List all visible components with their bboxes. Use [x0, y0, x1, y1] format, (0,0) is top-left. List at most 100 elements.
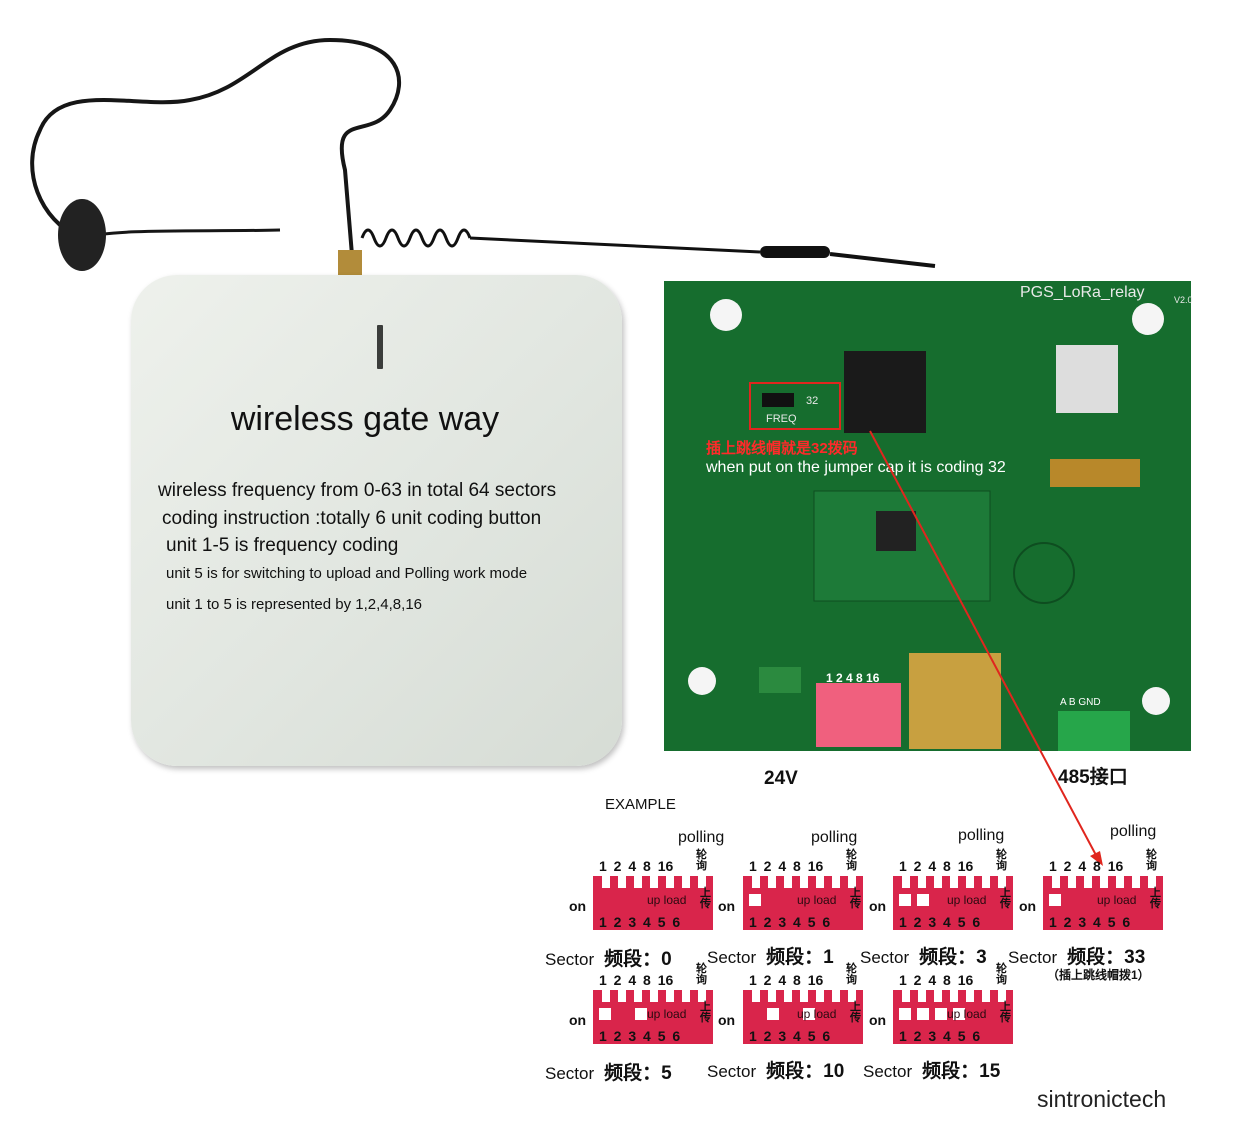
dip-tooth [832, 990, 840, 1002]
upload-cn-label: 上传 [850, 1001, 861, 1024]
on-label: on [718, 1012, 736, 1028]
upload-cn-label: 上传 [1000, 1001, 1011, 1024]
dip-tooth [682, 990, 690, 1002]
dip-tooth [650, 876, 658, 888]
dip-tooth [982, 876, 990, 888]
dip-tooth [918, 990, 926, 1002]
device-line-2: coding instruction :totally 6 unit codin… [162, 508, 542, 529]
dip-tooth [752, 876, 760, 888]
dip-teeth [743, 876, 863, 888]
dip-tooth [1132, 876, 1140, 888]
dip-tooth [950, 876, 958, 888]
dip-teeth [743, 990, 863, 1002]
freq-value: 32 [806, 395, 819, 407]
sector-cn: 频段： [604, 949, 662, 970]
dip-tooth [634, 876, 642, 888]
dip-tooth [816, 990, 824, 1002]
dip-tooth [1052, 876, 1060, 888]
dip-top-numbers: 1 2 4 8 16 [899, 972, 974, 988]
on-label: on [569, 898, 587, 914]
sector-word: Sector [860, 948, 910, 967]
upload-label: up load [647, 1007, 687, 1021]
upload-label: up load [647, 893, 687, 907]
dip-tooth [768, 990, 776, 1002]
dip-tooth [666, 876, 674, 888]
dip-top-numbers: 1 2 4 8 16 [749, 972, 824, 988]
dip-tooth [634, 990, 642, 1002]
status-led [377, 325, 383, 369]
pcb-version: V2.0 [1174, 295, 1193, 305]
upload-label: up load [797, 893, 837, 907]
sector-word: Sector [707, 948, 757, 967]
on-label: on [869, 898, 887, 914]
upload-cn-label: 上传 [700, 887, 711, 910]
dip-tooth [602, 990, 610, 1002]
dip-switch-on [899, 894, 911, 906]
dip-tooth [618, 990, 626, 1002]
dip-switch-on [749, 894, 761, 906]
gateway-device [131, 275, 622, 766]
polling-label: polling [958, 827, 1005, 844]
freq-label: FREQ [766, 413, 797, 425]
dip-top-numbers: 1 2 4 8 16 [599, 972, 674, 988]
sector-cn: 频段： [766, 947, 824, 968]
rs485-label: 485接口 [1058, 767, 1128, 788]
polling-label: polling [1110, 823, 1157, 840]
dip-tooth [918, 876, 926, 888]
jumper-note-cn: 插上跳线帽就是32拨码 [706, 440, 858, 457]
dip-tooth [1084, 876, 1092, 888]
dip-switch-on [1049, 894, 1061, 906]
dip-teeth [893, 990, 1013, 1002]
dip-switch-on [953, 1008, 965, 1020]
dip-teeth [593, 990, 713, 1002]
sector-cn: 频段： [604, 1063, 662, 1084]
sector-value: 5 [661, 1063, 672, 1084]
polling-label: polling [678, 829, 725, 846]
upload-cn-label: 上传 [1000, 887, 1011, 910]
pcb-board: PGS_LoRa_relay V2.0 FREQ 32 插上跳线帽就是32拨码 … [664, 281, 1193, 751]
sector-value: 15 [979, 1061, 1001, 1082]
upload-label: up load [947, 1007, 987, 1021]
dip-tooth [800, 876, 808, 888]
upload-label: up load [947, 893, 987, 907]
on-label: on [569, 1012, 587, 1028]
dip-tooth [800, 990, 808, 1002]
dip-bottom-numbers: 1 2 3 4 5 6 [599, 1028, 681, 1044]
dip-bottom-numbers: 1 2 3 4 5 6 [899, 914, 981, 930]
sector-value: 33 [1124, 947, 1146, 968]
on-label: on [869, 1012, 887, 1028]
polling-cn-label: 轮询 [696, 963, 707, 986]
sector-cn: 频段： [1067, 947, 1125, 968]
device-line-5: unit 1 to 5 is represented by 1,2,4,8,16 [166, 596, 423, 613]
dip-tooth [998, 876, 1006, 888]
dip-teeth [593, 876, 713, 888]
dip-switch-on [899, 1008, 911, 1020]
pcb-components [688, 299, 1170, 751]
dip-tooth [768, 876, 776, 888]
upload-label: up load [1097, 893, 1137, 907]
dip-tooth [966, 990, 974, 1002]
polling-cn-label: 轮询 [696, 849, 707, 872]
polling-cn-label: 轮询 [846, 963, 857, 986]
upload-label: up load [797, 1007, 837, 1021]
on-label: on [718, 898, 736, 914]
sector-word: Sector [1008, 948, 1058, 967]
dip-tooth [698, 876, 706, 888]
dip-tooth [848, 876, 856, 888]
dip-tooth [1100, 876, 1108, 888]
device-title: wireless gate way [230, 400, 500, 438]
dip-tooth [650, 990, 658, 1002]
upload-cn-label: 上传 [1150, 887, 1161, 910]
dip-switch-on [635, 1008, 647, 1020]
dip-bottom-numbers: 1 2 3 4 5 6 [899, 1028, 981, 1044]
dip-tooth [848, 990, 856, 1002]
dip-tooth [602, 876, 610, 888]
